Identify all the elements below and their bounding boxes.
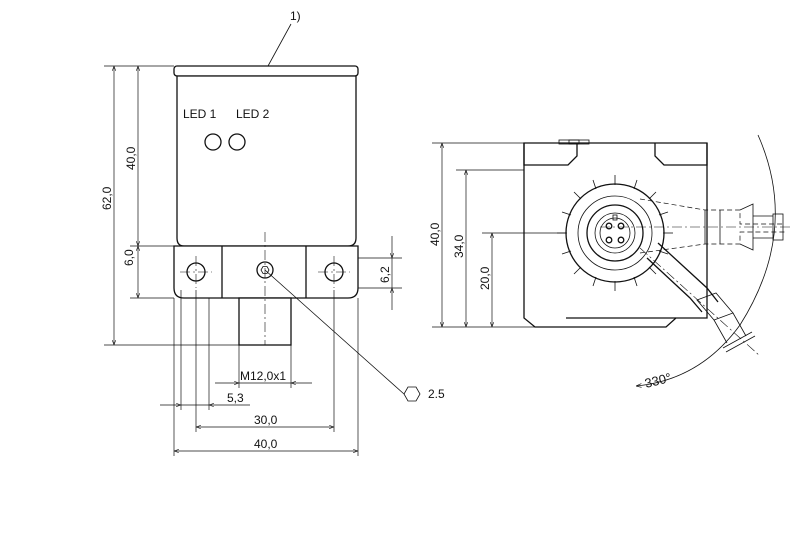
front-view: LED 1 LED 2 1) bbox=[173, 9, 359, 346]
hex-key-callout: 2.5 bbox=[264, 269, 445, 402]
rotation-arc bbox=[636, 134, 776, 386]
front-horizontal-dimensions: M12,0x1 5,3 30,0 40,0 bbox=[160, 290, 359, 456]
dim-side-height: 40,0 bbox=[428, 222, 442, 246]
dim-width: 40,0 bbox=[254, 437, 278, 451]
dim-offset: 5,3 bbox=[227, 391, 244, 405]
main-housing bbox=[176, 75, 357, 247]
led-1-label: LED 1 bbox=[183, 107, 217, 121]
side-view: 330° bbox=[523, 134, 790, 391]
cable-horizontal bbox=[600, 198, 790, 254]
flange-right-dimension: 6,2 bbox=[358, 236, 402, 310]
connector-pin-1 bbox=[605, 222, 613, 230]
led-2-indicator bbox=[228, 133, 246, 151]
dim-flange-right: 6,2 bbox=[378, 266, 392, 283]
top-cap bbox=[173, 65, 359, 77]
rotation-angle-label: 330° bbox=[643, 370, 673, 391]
dim-thread: M12,0x1 bbox=[240, 369, 286, 383]
dim-height-upper: 40,0 bbox=[124, 146, 138, 170]
cable-angled bbox=[639, 242, 761, 357]
side-vertical-dimensions: 40,0 34,0 20,0 bbox=[428, 142, 566, 328]
connector-pin-3 bbox=[605, 236, 613, 244]
led-2-label: LED 2 bbox=[236, 107, 270, 121]
connector-pin-2 bbox=[617, 222, 625, 230]
hex-key-size: 2.5 bbox=[428, 387, 445, 401]
dim-side-34: 34,0 bbox=[452, 234, 466, 258]
mounting-flange bbox=[173, 245, 359, 299]
footnote-marker: 1) bbox=[290, 9, 301, 23]
dim-height-total: 62,0 bbox=[100, 186, 114, 210]
side-housing bbox=[523, 142, 708, 328]
hex-socket bbox=[260, 266, 270, 274]
dim-side-20: 20,0 bbox=[478, 266, 492, 290]
dim-flange: 6,0 bbox=[122, 249, 136, 266]
connector-pin-4 bbox=[617, 236, 625, 244]
hex-key-icon bbox=[403, 386, 421, 402]
front-vertical-dimensions: 62,0 40,0 6,0 bbox=[100, 65, 239, 346]
dim-hole-spacing: 30,0 bbox=[254, 413, 278, 427]
led-1-indicator bbox=[204, 133, 222, 151]
